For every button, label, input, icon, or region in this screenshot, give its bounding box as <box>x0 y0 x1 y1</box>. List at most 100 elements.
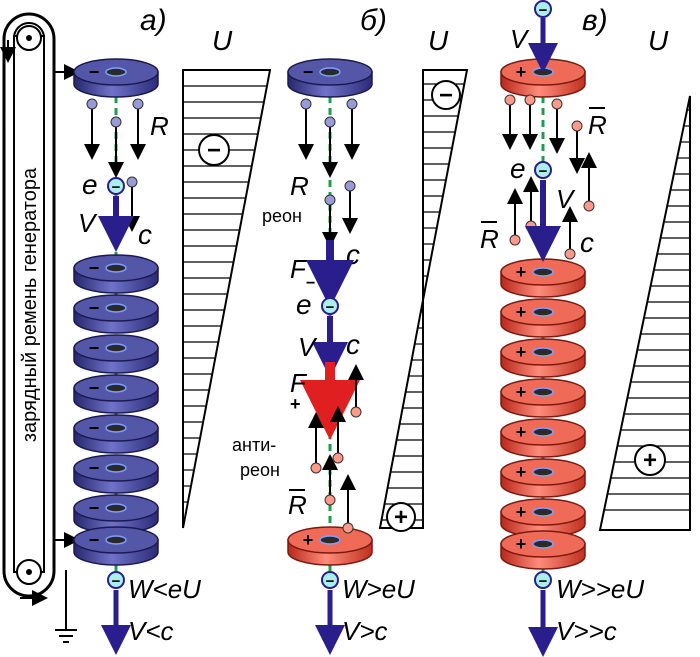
panel-a-light-label: c <box>138 219 152 250</box>
panel-b-antireon-word-2: реон <box>240 460 280 480</box>
panel-c-light-label: c <box>580 227 594 258</box>
potential-triangle-a: − <box>182 69 272 529</box>
panel-c-antireon-label-left: R <box>480 224 499 254</box>
panel-b-output-sign: − <box>326 573 335 590</box>
panel-c-output-sign: − <box>539 573 548 590</box>
minus-sign: − <box>89 298 100 318</box>
panel-c-antireon-label-right: R <box>588 110 607 140</box>
panel-c-electron-sign: − <box>539 163 548 180</box>
negative-electrode-disk: − <box>73 58 159 98</box>
positive-electrode-disk: + <box>500 418 586 458</box>
panel-a-reon-label: R <box>150 111 169 141</box>
panel-c-speed-relation: V>>c <box>556 616 617 646</box>
plus-sign: + <box>516 534 527 554</box>
negative-electrode-disk: − <box>73 414 159 454</box>
positive-electrode-disk: + <box>500 458 586 498</box>
panel-b: б) U − + −+ R реон c F <box>232 4 469 655</box>
panel-a: а) U − − − − − − − − − − R e − <box>73 4 272 655</box>
panel-c-electron-label: e <box>510 153 526 184</box>
panel-b-potential-label: U <box>428 25 449 56</box>
minus-sign: − <box>89 530 100 550</box>
positive-electrode-disk: + <box>500 530 586 570</box>
antireon-arrows-b <box>308 364 364 534</box>
panel-a-electron-sign: − <box>112 179 121 196</box>
minus-sign: − <box>89 258 100 278</box>
panel-c-input-sign: − <box>539 2 548 19</box>
negative-electrode-disk: − <box>73 334 159 374</box>
charging-belt: зарядный ремень генератора <box>0 12 56 606</box>
minus-sign: − <box>303 62 314 82</box>
plus-sign: + <box>516 422 527 442</box>
electrodes-b: −+ <box>287 58 373 566</box>
minus-sign: − <box>89 338 100 358</box>
panel-c-field-sign: + <box>643 447 657 474</box>
minus-sign: − <box>89 458 100 478</box>
panel-c-energy-relation: W>>eU <box>556 574 644 604</box>
plus-sign: + <box>516 502 527 522</box>
negative-electrode-disk: − <box>73 526 159 566</box>
negative-electrode-disk: − <box>287 58 373 98</box>
panel-b-force-minus-sub: − <box>306 275 315 292</box>
minus-sign: − <box>89 62 100 82</box>
negative-electrode-disk: − <box>73 454 159 494</box>
plus-sign: + <box>516 382 527 402</box>
plus-sign: + <box>516 262 527 282</box>
electron-a: − <box>107 177 125 196</box>
minus-sign: − <box>89 418 100 438</box>
panel-c-potential-label: U <box>648 25 669 56</box>
panel-b-reon-label: R <box>290 171 309 201</box>
panel-b-force-plus-sub: + <box>290 394 301 414</box>
negative-electrode-disk: − <box>73 374 159 414</box>
positive-electrode-disk: + <box>500 58 586 98</box>
panel-b-bottom-field-sign: + <box>394 504 408 531</box>
panel-b-light-label-top: c <box>346 239 360 270</box>
panel-a-speed-relation: V<c <box>128 616 174 646</box>
positive-electrode-disk: + <box>287 526 373 566</box>
panel-a-electron-label: e <box>82 169 98 200</box>
electron-c: − <box>534 161 552 180</box>
output-electron-c: − <box>534 571 552 590</box>
panel-b-electron-sign: − <box>326 299 335 316</box>
negative-electrode-disk: − <box>73 254 159 294</box>
reon-arrows-b <box>298 98 360 248</box>
field-sign-b-bottom <box>386 502 416 532</box>
positive-electrode-disk: + <box>500 378 586 418</box>
positive-electrode-disk: + <box>500 298 586 338</box>
ground-icon <box>55 570 77 643</box>
belt-label: зарядный ремень генератора <box>19 167 41 442</box>
positive-electrode-disk: + <box>500 258 586 298</box>
panel-b-force-plus-label: F <box>290 368 308 398</box>
minus-sign: − <box>89 378 100 398</box>
panel-b-reon-word: реон <box>262 206 302 226</box>
potential-triangle-c: + <box>598 95 691 531</box>
panel-c-speed-label-top: V <box>510 24 530 54</box>
panel-b-label: б) <box>360 4 387 37</box>
output-electron-a: − <box>107 571 125 590</box>
positive-electrode-disk: + <box>500 338 586 378</box>
panel-a-label: а) <box>140 4 167 37</box>
antireon-arrows-c <box>502 94 597 260</box>
panel-b-top-field-sign: − <box>439 82 453 109</box>
panel-b-force-minus-label: F <box>290 254 308 284</box>
panel-b-electron-label: e <box>296 289 312 320</box>
electron-b: − <box>321 297 339 316</box>
panel-a-energy-relation: W<eU <box>128 574 201 604</box>
panel-c: в) U + + + + + + + + + + − V <box>480 0 691 657</box>
positive-electrode-disk: + <box>500 498 586 538</box>
plus-sign: + <box>516 342 527 362</box>
panel-b-energy-relation: W>eU <box>342 574 415 604</box>
panel-c-speed-label: V <box>556 184 576 214</box>
panel-b-speed-relation: V>c <box>342 616 388 646</box>
plus-sign: + <box>516 62 527 82</box>
panel-b-antireon-label: R <box>288 490 307 520</box>
output-electron-b: − <box>321 571 339 590</box>
panel-a-potential-label: U <box>212 25 233 56</box>
panel-b-light-label-mid: c <box>346 329 360 360</box>
plus-sign: + <box>516 302 527 322</box>
minus-sign: − <box>89 498 100 518</box>
input-electron-c: − <box>534 0 552 19</box>
negative-electrode-disk: − <box>73 294 159 334</box>
electrodes-a: − − − − − − − − − <box>73 58 159 566</box>
panel-c-label: в) <box>582 4 608 37</box>
